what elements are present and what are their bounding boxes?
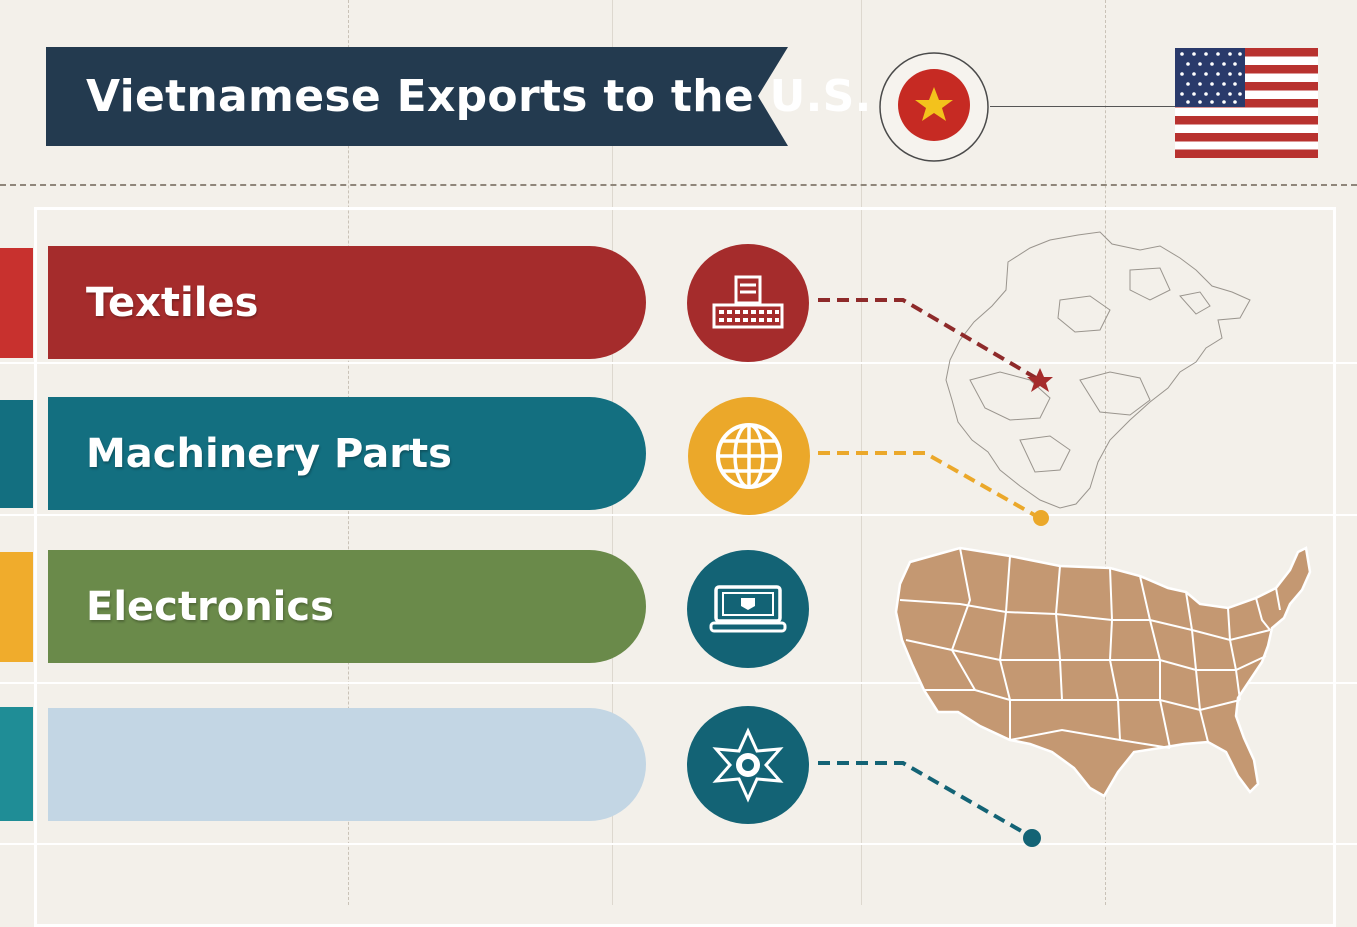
star-emblem-icon (687, 706, 809, 824)
section-divider (0, 184, 1357, 186)
grid-line (0, 843, 1357, 845)
grid-line (0, 682, 1357, 684)
north-america-outline-map (945, 231, 1251, 509)
location-star-marker (1027, 368, 1053, 392)
vietnam-flag-icon (878, 51, 990, 163)
grid-line (1105, 0, 1107, 905)
globe-icon (688, 397, 810, 515)
page-title: Vietnamese Exports to the U.S. (86, 71, 872, 122)
connector-line (990, 106, 1176, 107)
us-flag-icon (1175, 48, 1318, 158)
grid-line (0, 514, 1357, 516)
grid-line (0, 362, 1357, 364)
location-dot-marker (1023, 829, 1041, 847)
category-label: Machinery Parts (86, 430, 452, 477)
connector-lines (818, 298, 1039, 838)
category-label: Textiles (86, 279, 259, 326)
us-states-map (894, 546, 1312, 798)
map-area (818, 231, 1312, 847)
category-bar-electronics: Electronics (48, 550, 646, 663)
category-tab-electronics (0, 552, 33, 662)
category-tab-machinery (0, 400, 33, 508)
category-label: Electronics (86, 583, 334, 630)
location-dot-marker (1033, 510, 1049, 526)
title-banner: Vietnamese Exports to the U.S. (46, 47, 871, 146)
factory-icon (687, 244, 809, 362)
category-tab-textiles (0, 248, 33, 358)
category-bar-textiles: Textiles (48, 246, 646, 359)
category-bar-blank (48, 708, 646, 821)
category-tab-blank (0, 707, 33, 821)
monitor-icon (687, 550, 809, 668)
category-bar-machinery-parts: Machinery Parts (48, 397, 646, 510)
